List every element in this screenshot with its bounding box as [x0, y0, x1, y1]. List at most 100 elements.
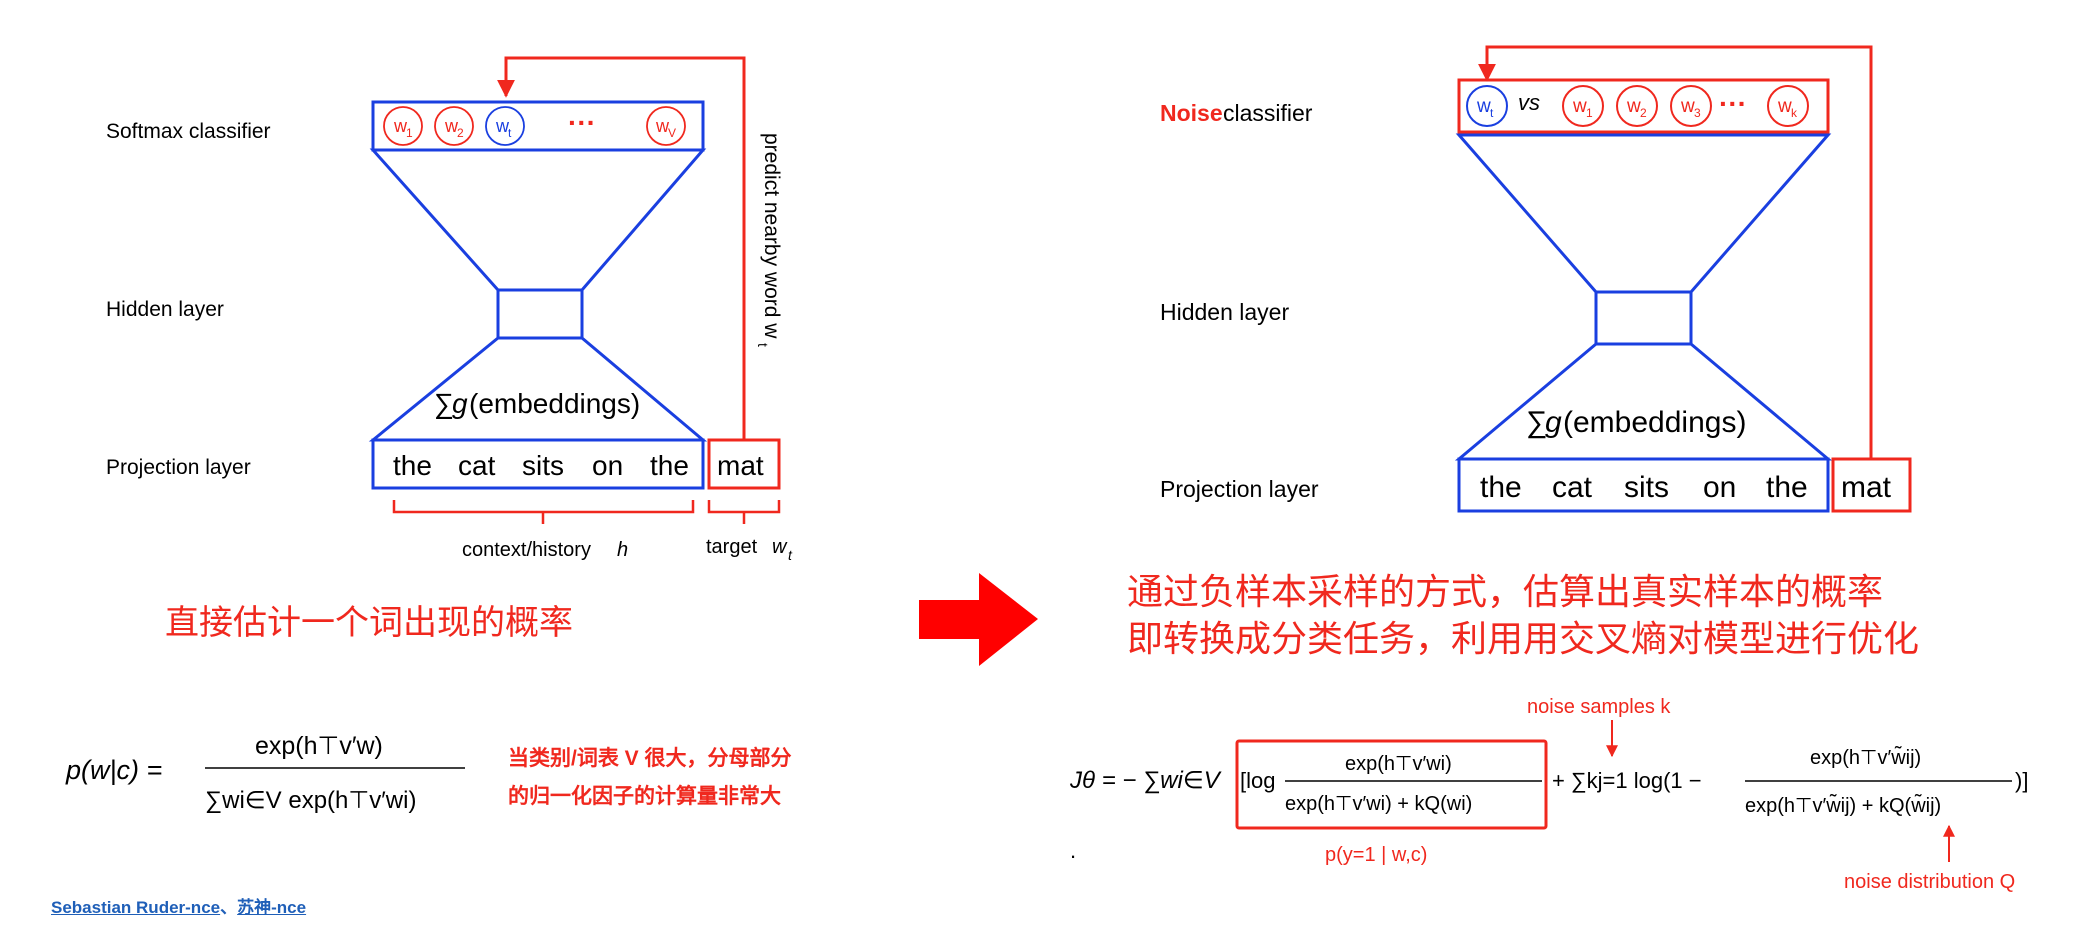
context-history-caption: context/history h: [462, 539, 628, 561]
noise-classifier-label: Noise classifier: [1160, 100, 1313, 126]
svg-text:w: w: [772, 536, 788, 558]
left-word-2: cat: [458, 450, 496, 481]
left-projection-layer-label: Projection layer: [106, 456, 251, 479]
context-bracket: [392, 500, 695, 524]
left-node-w1: w 1: [383, 106, 423, 146]
svg-text:2: 2: [457, 126, 464, 140]
predict-nearby-word-label: predict nearby word w t: [755, 133, 783, 347]
right-node-w3: w 3: [1670, 85, 1712, 127]
left-word-5: the: [650, 450, 689, 481]
right-diagram: Noise classifier Hidden layer Projection…: [1069, 45, 2028, 893]
right-word-4: on: [1703, 471, 1736, 504]
right-word-2: cat: [1552, 471, 1593, 504]
svg-text:exp(h⊤v′w̃ij) + kQ(w̃ij): exp(h⊤v′w̃ij) + kQ(w̃ij): [1745, 794, 1941, 817]
left-ellipsis: ···: [568, 107, 596, 138]
vs-label: vs: [1518, 90, 1540, 115]
svg-text:∑: ∑: [434, 388, 454, 419]
svg-text:w: w: [1626, 96, 1641, 117]
svg-text:(embeddings): (embeddings): [469, 388, 640, 419]
target-caption: target w t: [706, 536, 793, 563]
svg-text:p(w|c) =: p(w|c) =: [65, 755, 162, 785]
left-word-3: sits: [522, 450, 564, 481]
svg-text:t: t: [508, 126, 512, 140]
right-node-w2: w 2: [1616, 85, 1658, 127]
left-diagram: Softmax classifier Hidden layer Projecti…: [65, 56, 793, 814]
formula-note-line-1: 当类别/词表 V 很大，分母部分: [508, 746, 792, 770]
svg-text:)]: )]: [2015, 768, 2028, 793]
right-feedback-arrow: [1478, 45, 1873, 459]
right-upper-trapezoid: [1455, 133, 1832, 294]
svg-text:Jθ = − ∑wi∈V: Jθ = − ∑wi∈V: [1069, 767, 1222, 794]
left-node-wv: w V: [646, 106, 686, 146]
right-ellipsis: ···: [1719, 88, 1747, 119]
right-lower-trapezoid: [1454, 342, 1833, 461]
sebastian-ruder-nce-link[interactable]: Sebastian Ruder-nce: [51, 898, 221, 917]
sushen-nce-link[interactable]: 苏神-nce: [237, 898, 307, 917]
right-word-3: sits: [1624, 471, 1669, 504]
p-y-label: p(y=1 | w,c): [1325, 844, 1427, 866]
svg-text:h: h: [617, 539, 628, 561]
reference-separator: 、: [220, 898, 238, 917]
left-hidden-layer-label: Hidden layer: [106, 298, 224, 321]
reference-links: Sebastian Ruder-nce、苏神-nce: [51, 893, 306, 918]
softmax-classifier-label: Softmax classifier: [106, 120, 271, 143]
softmax-formula: p(w|c) = exp(h⊤v′w) ∑wi∈V exp(h⊤v′wi): [65, 732, 465, 814]
left-target-word: mat: [717, 450, 764, 481]
svg-text:exp(h⊤v′w̃ij): exp(h⊤v′w̃ij): [1810, 746, 1921, 769]
svg-text:w: w: [1680, 96, 1695, 117]
noise-samples-label: noise samples k: [1527, 696, 1671, 718]
svg-text:target: target: [706, 536, 758, 558]
trailing-dot: .: [1070, 838, 1076, 863]
transition-arrow: [919, 573, 1038, 666]
svg-text:predict nearby word w: predict nearby word w: [760, 133, 783, 339]
svg-text:k: k: [1791, 106, 1798, 120]
right-node-wt: w t: [1466, 85, 1508, 127]
svg-text:1: 1: [1586, 106, 1593, 120]
right-node-w1: w 1: [1562, 85, 1604, 127]
svg-text:+ ∑kj=1 log(1 −: + ∑kj=1 log(1 −: [1552, 768, 1702, 793]
svg-text:g: g: [1545, 406, 1562, 439]
svg-text:t: t: [1490, 106, 1494, 120]
svg-text:∑: ∑: [1526, 406, 1547, 439]
target-bracket: [707, 500, 781, 524]
left-word-1: the: [393, 450, 432, 481]
svg-text:exp(h⊤v′wi) + kQ(wi): exp(h⊤v′wi) + kQ(wi): [1285, 793, 1472, 815]
svg-text:classifier: classifier: [1223, 100, 1313, 126]
svg-text:g: g: [452, 388, 468, 419]
right-hidden-layer-label: Hidden layer: [1160, 299, 1289, 325]
svg-text:w: w: [655, 116, 670, 136]
noise-distribution-label: noise distribution Q: [1844, 871, 2015, 893]
right-word-5: the: [1766, 471, 1808, 504]
right-sum-embeddings-label: ∑ g (embeddings): [1526, 406, 1746, 439]
svg-text:w: w: [1777, 96, 1792, 117]
left-upper-trapezoid: [369, 148, 707, 292]
right-node-wk: w k: [1767, 85, 1809, 127]
nce-formula: Jθ = − ∑wi∈V [log exp(h⊤v′wi) exp(h⊤v′wi…: [1069, 739, 2028, 830]
svg-text:(embeddings): (embeddings): [1563, 406, 1746, 439]
left-sum-embeddings-label: ∑ g (embeddings): [434, 388, 640, 419]
svg-text:[log: [log: [1240, 768, 1275, 793]
svg-text:1: 1: [406, 126, 413, 140]
formula-note-line-2: 的归一化因子的计算量非常大: [508, 784, 781, 808]
svg-text:Noise: Noise: [1160, 100, 1223, 126]
svg-text:w: w: [1476, 96, 1491, 117]
left-predict-arrow: [497, 56, 746, 440]
svg-text:w: w: [495, 116, 510, 136]
svg-text:t: t: [755, 343, 771, 347]
svg-text:3: 3: [1694, 106, 1701, 120]
right-hidden-box: [1594, 290, 1693, 346]
right-word-1: the: [1480, 471, 1522, 504]
svg-text:exp(h⊤v′wi): exp(h⊤v′wi): [1345, 753, 1452, 775]
right-target-word: mat: [1841, 471, 1892, 504]
left-node-w2: w 2: [434, 106, 474, 146]
svg-text:w: w: [1572, 96, 1587, 117]
svg-text:∑wi∈V exp(h⊤v′wi): ∑wi∈V exp(h⊤v′wi): [205, 787, 416, 814]
svg-text:context/history: context/history: [462, 539, 591, 561]
left-node-wt: w t: [485, 106, 525, 146]
svg-text:t: t: [788, 547, 793, 563]
left-chinese-note: 直接估计一个词出现的概率: [165, 604, 573, 642]
right-chinese-note-line-1: 通过负样本采样的方式，估算出真实样本的概率: [1127, 571, 1883, 612]
left-context-box: [371, 438, 705, 490]
svg-text:exp(h⊤v′w): exp(h⊤v′w): [255, 732, 383, 760]
svg-text:w: w: [393, 116, 408, 136]
